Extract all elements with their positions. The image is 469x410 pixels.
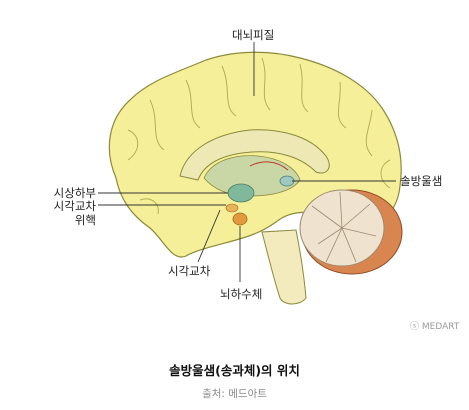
optic-chiasm (225, 203, 239, 213)
label-hypothalamus: 시상하부 (53, 186, 96, 200)
watermark: ⓢ MEDART (410, 322, 460, 332)
label-suprachiasmatic-line1: 시각교차 (53, 199, 96, 213)
source-credit: 출처: 메드아트 (202, 388, 267, 400)
label-optic-chiasm: 시각교차 (168, 264, 211, 278)
label-cerebral-cortex: 대뇌피질 (232, 28, 275, 42)
leader-lines (98, 42, 396, 282)
brainstem (261, 229, 307, 305)
label-pituitary-gland: 뇌하수체 (220, 287, 263, 301)
fornix-red (249, 161, 289, 171)
pineal-gland (279, 175, 295, 187)
cortex-folds (127, 57, 391, 215)
label-pineal-gland: 솔방울샘 (400, 174, 443, 188)
hypothalamus (227, 183, 255, 203)
pituitary-gland (232, 212, 248, 226)
corpus-callosum (179, 129, 330, 181)
label-suprachiasmatic-line2: 위핵 (74, 213, 96, 227)
figure-caption: 솔방울샘(송과체)의 위치 (169, 363, 300, 378)
cerebellum-branches (311, 191, 377, 263)
